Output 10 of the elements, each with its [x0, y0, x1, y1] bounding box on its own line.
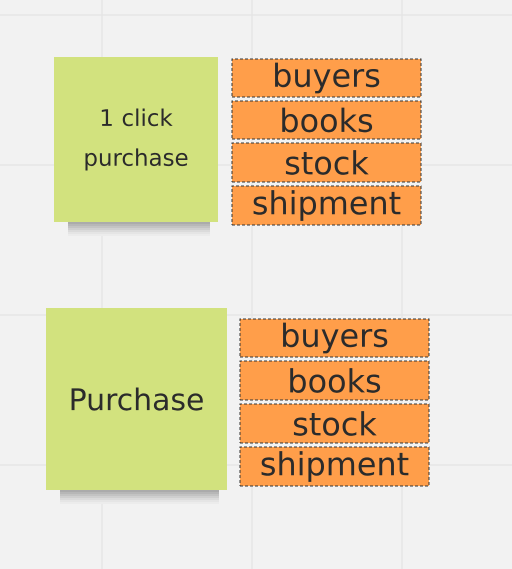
dashed-box: stock — [232, 142, 422, 182]
dashed-box: stock — [240, 404, 430, 444]
dashed-box: buyers — [232, 58, 422, 98]
dashed-box: books — [232, 100, 422, 140]
dashed-box: buyers — [240, 318, 430, 358]
dashed-box: books — [240, 360, 430, 400]
dashed-box: shipment — [240, 446, 430, 486]
sticky-note: 1 click purchase — [54, 57, 218, 222]
sticky-note: Purchase — [46, 308, 227, 490]
dashed-box: shipment — [232, 186, 422, 226]
